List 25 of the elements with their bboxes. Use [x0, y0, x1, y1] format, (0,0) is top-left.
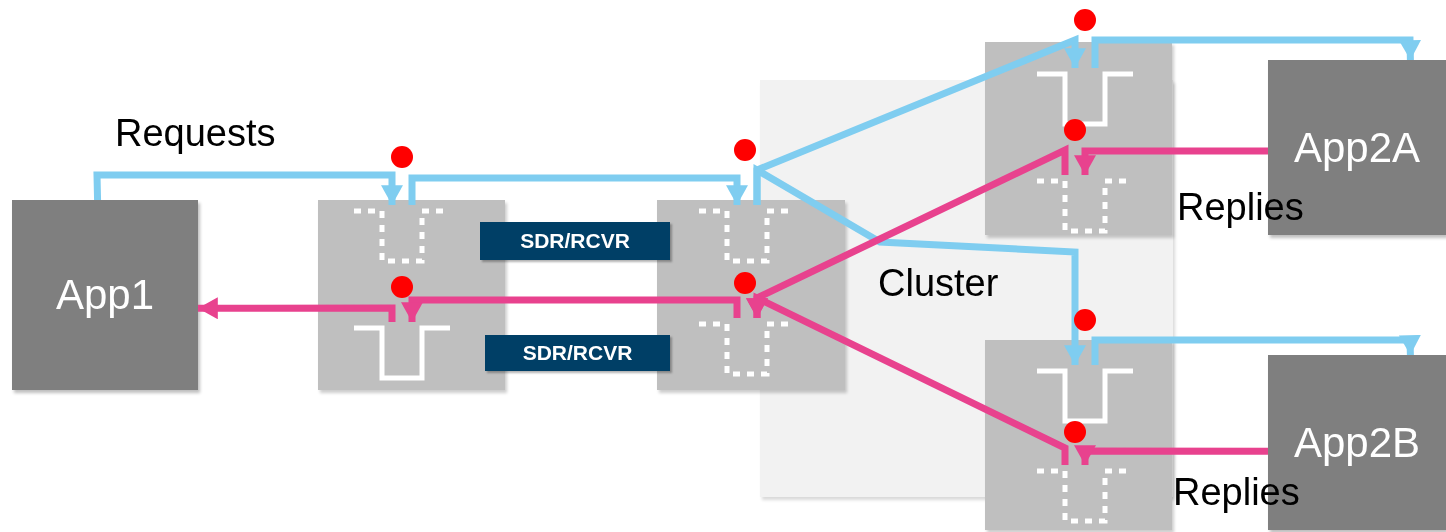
arrow	[1091, 36, 1421, 68]
node-label: App1	[55, 271, 155, 319]
node-label: App2B	[1293, 418, 1421, 467]
arrow	[746, 292, 1069, 465]
text-label: Replies	[1177, 186, 1304, 229]
arrow	[93, 171, 403, 205]
arrow	[1074, 147, 1268, 175]
node-label: SDR/RCVR	[522, 341, 633, 365]
broker-box	[985, 42, 1172, 235]
text-label: Requests	[115, 112, 276, 155]
arrow	[1074, 445, 1268, 465]
arrow	[753, 163, 1086, 365]
node-label: SDR/RCVR	[520, 229, 630, 253]
arrow	[401, 296, 741, 322]
text-label: Replies	[1173, 471, 1300, 514]
app-box	[12, 200, 198, 390]
label-badge	[480, 222, 670, 260]
label-badge	[485, 335, 670, 371]
node-label: App2A	[1293, 123, 1421, 172]
broker-box	[318, 200, 505, 390]
arrow	[1091, 334, 1421, 365]
text-label: Cluster	[878, 262, 999, 305]
arrow	[408, 174, 748, 205]
arrow	[198, 297, 396, 322]
broker-box	[985, 340, 1172, 530]
